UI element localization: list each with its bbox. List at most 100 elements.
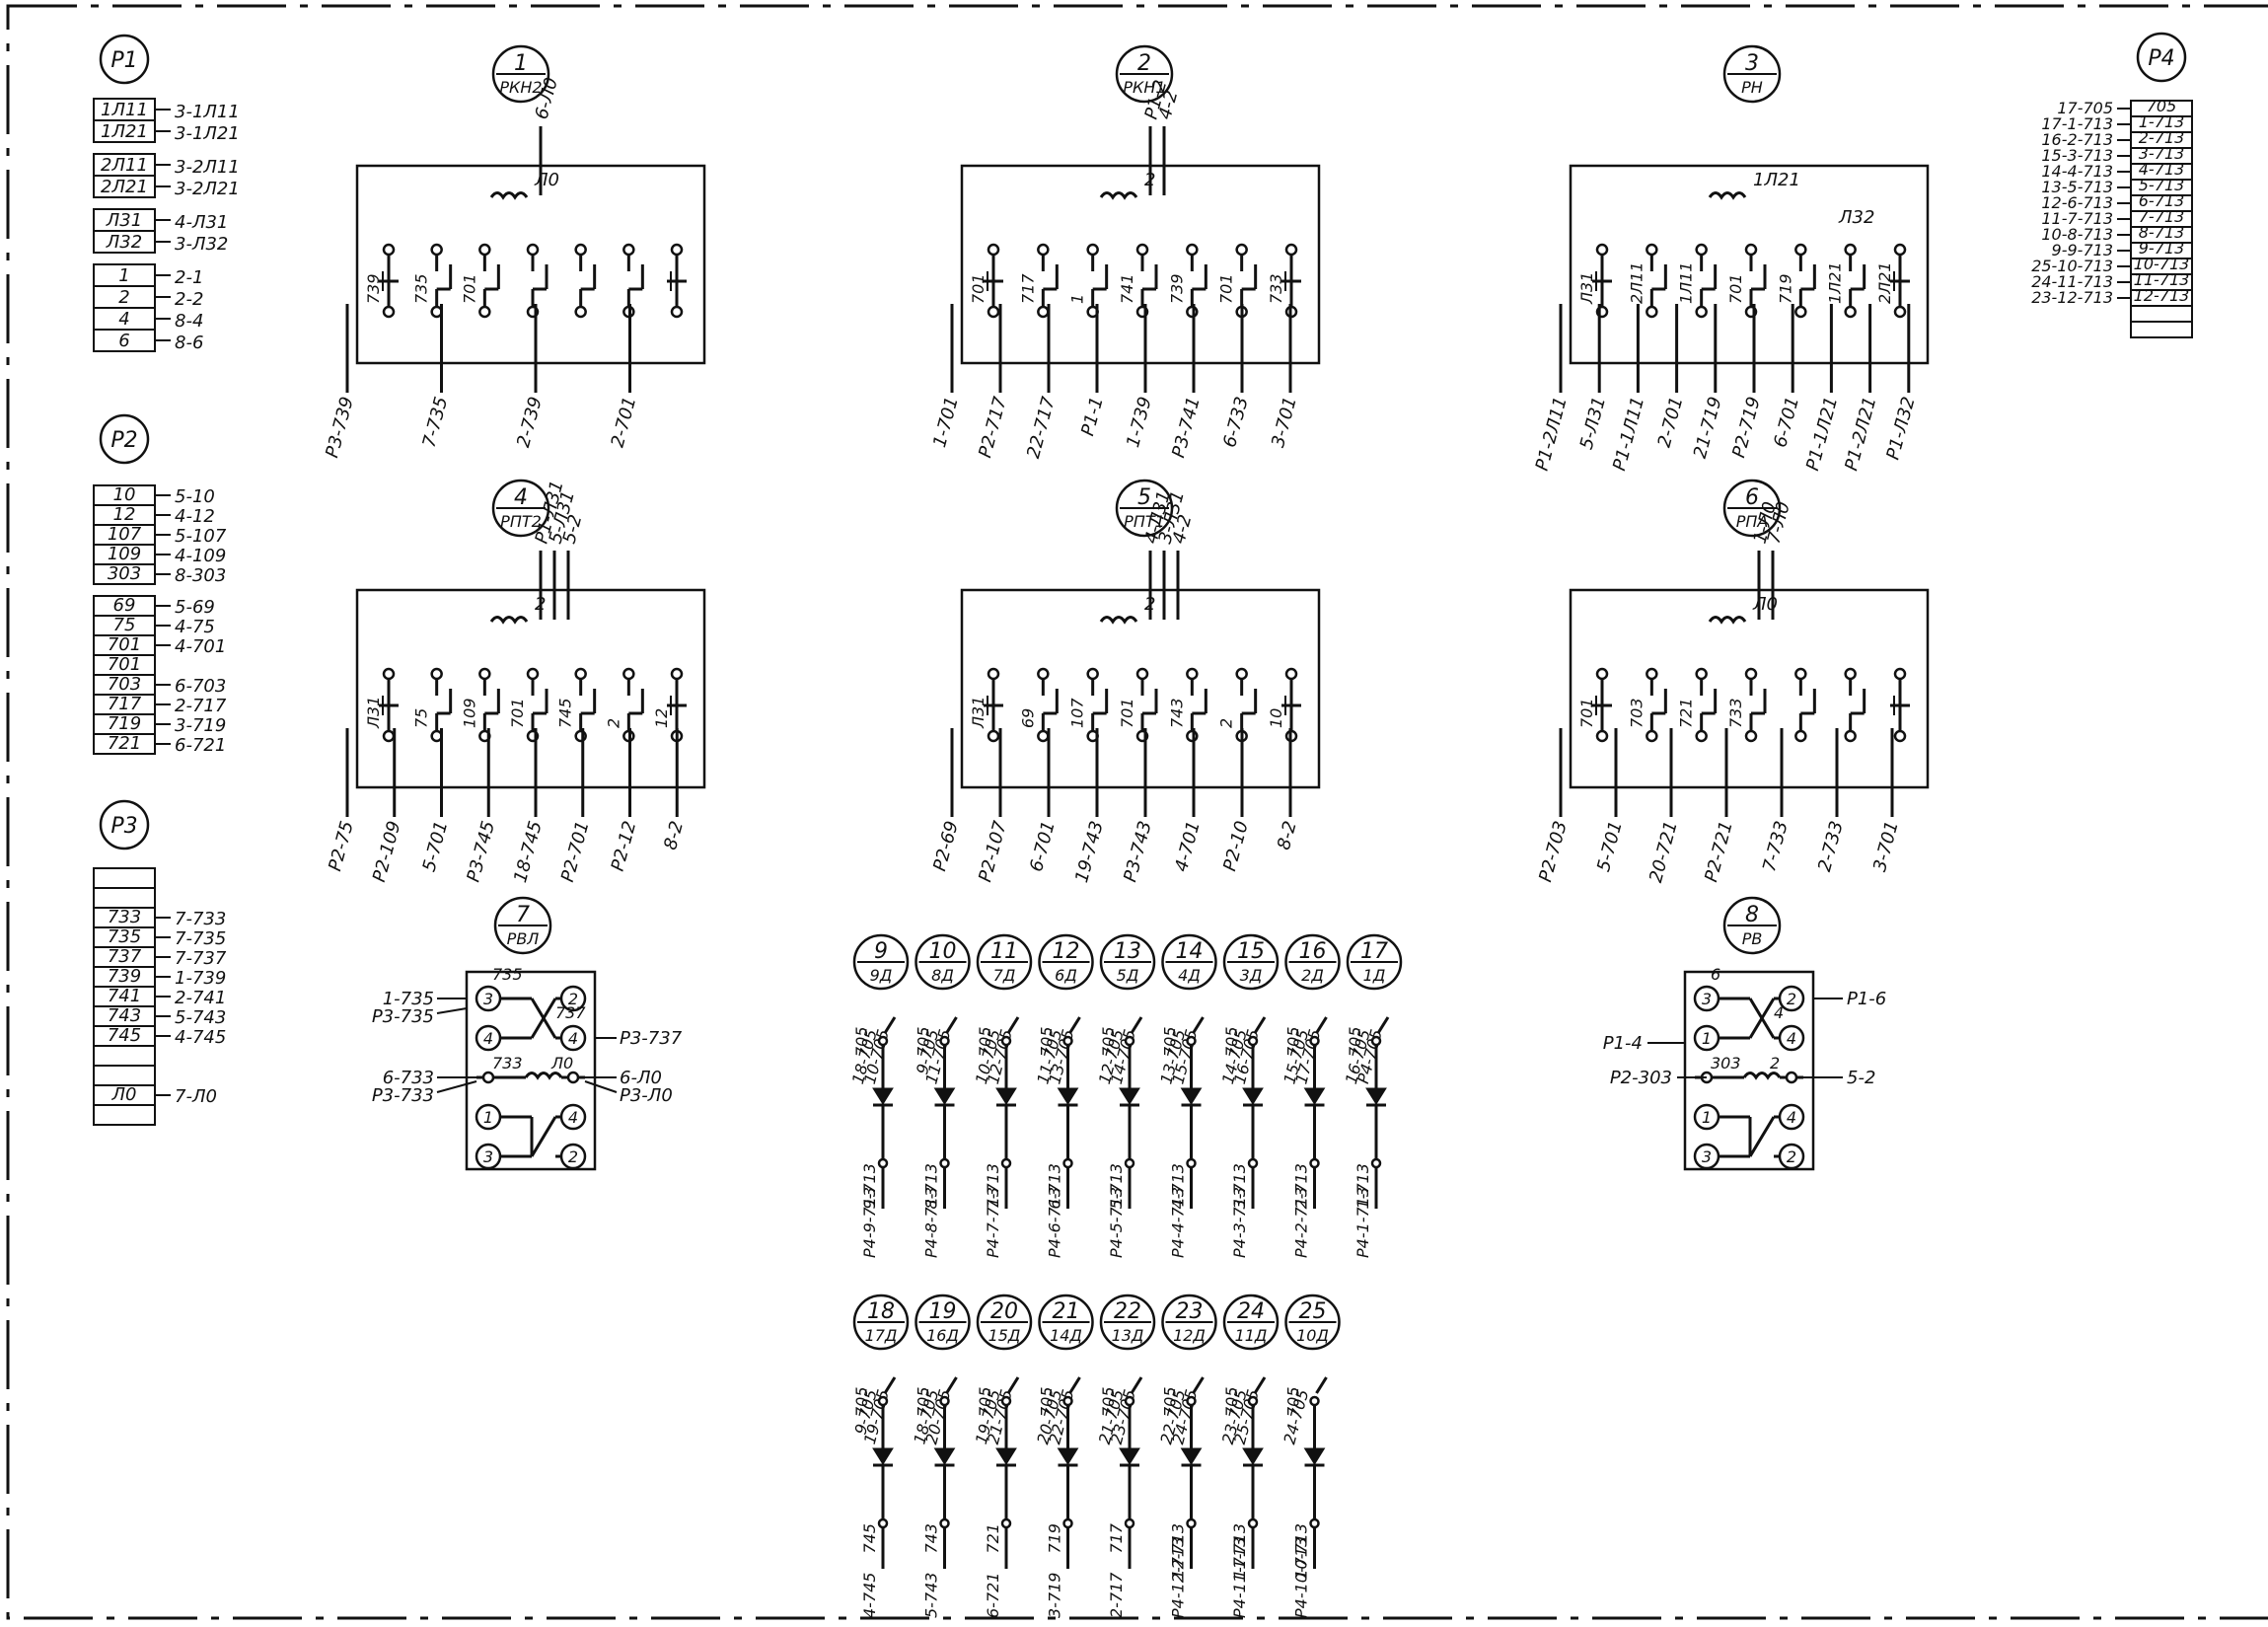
coil-winding bbox=[489, 616, 529, 625]
badge-circle bbox=[99, 413, 150, 465]
terminal-point bbox=[1186, 1035, 1197, 1047]
coil-winding bbox=[1099, 191, 1138, 200]
badge-code: РВ bbox=[1742, 929, 1763, 948]
contact-label: Л32 bbox=[1838, 207, 1874, 228]
diode-end-label: Р4-12-713 bbox=[1169, 1537, 1188, 1618]
terminal-point bbox=[1037, 667, 1050, 681]
terminal-point bbox=[574, 243, 587, 257]
bottom-wire-label: Р3-739 bbox=[322, 395, 358, 460]
bottom-wire-label: 5-Л31 bbox=[1576, 395, 1610, 452]
terminal-cell-label: Л0 bbox=[111, 1084, 137, 1105]
terminal-point bbox=[478, 243, 491, 257]
terminal-wire-label: 23-12-713 bbox=[2031, 288, 2113, 307]
bottom-wire-label: Р3-743 bbox=[1120, 819, 1156, 884]
badge-number: 9 bbox=[874, 939, 888, 964]
terminal-wire-label: 7-733 bbox=[175, 909, 226, 929]
terminal-wire-label: 2-741 bbox=[175, 988, 226, 1008]
badge-circle bbox=[1346, 933, 1403, 991]
terminal-cell-label: 12-713 bbox=[2134, 286, 2190, 305]
terminal-cell-label: 741 bbox=[108, 986, 141, 1006]
badge-circle bbox=[976, 933, 1033, 991]
badge-circle bbox=[1099, 1294, 1156, 1351]
contact-no bbox=[1794, 243, 1816, 319]
inner-label: 733 bbox=[492, 1054, 523, 1072]
diode-left-label: 705 bbox=[1099, 1026, 1118, 1057]
badge-code: 9Д bbox=[870, 966, 893, 985]
bottom-wire-label: Р2-703 bbox=[1535, 819, 1572, 884]
terminal-wire-label: 7-Л0 bbox=[175, 1086, 217, 1107]
contact-label: 2 bbox=[1217, 718, 1236, 728]
diode-symbol bbox=[872, 1087, 894, 1105]
external-wire bbox=[584, 1080, 618, 1093]
badge-number: 2 bbox=[1137, 51, 1151, 76]
badge-code: 6Д bbox=[1055, 966, 1077, 985]
diode-symbol bbox=[1242, 1087, 1264, 1105]
terminal-wire-label: 5-69 bbox=[175, 597, 215, 618]
badge-number: 4 bbox=[514, 485, 528, 510]
contact-no bbox=[1844, 667, 1866, 743]
sheet-border bbox=[6, 4, 2268, 1620]
terminal-cell-label: 1 bbox=[118, 265, 129, 286]
terminal-cell-label: 12 bbox=[113, 504, 136, 525]
badge-circle bbox=[1222, 933, 1280, 991]
badge-circle bbox=[1115, 479, 1174, 538]
badge-code: 14Д bbox=[1050, 1326, 1082, 1345]
bottom-wire-label: 2-701 bbox=[1654, 395, 1688, 450]
inner-label: 6 bbox=[1711, 965, 1720, 984]
relay-housing bbox=[1683, 970, 1815, 1171]
badge-circle bbox=[1161, 933, 1217, 991]
terminal-point bbox=[877, 1395, 889, 1407]
terminal-point bbox=[382, 729, 396, 743]
bottom-wire-label: 8-2 bbox=[1274, 819, 1301, 852]
contact-label: 107 bbox=[1068, 698, 1087, 728]
terminal-cell-label: 4 bbox=[118, 309, 129, 330]
inner-label: 303 bbox=[1711, 1054, 1741, 1072]
diode-badge-9: 99Д bbox=[852, 933, 910, 991]
bottom-wire-label: 21-719 bbox=[1690, 395, 1726, 461]
terminal-point bbox=[1135, 243, 1149, 257]
contact-no bbox=[1186, 667, 1207, 743]
terminal-cell-label: 705 bbox=[2147, 97, 2177, 115]
terminal-point bbox=[1284, 243, 1298, 257]
bottom-wire-label: 1-739 bbox=[1123, 395, 1156, 450]
terminal-cell-label: 737 bbox=[108, 946, 142, 967]
badge-circle bbox=[915, 1294, 971, 1351]
terminal-cell-label: 6-713 bbox=[2139, 191, 2185, 210]
diode-bottom-label: 3-713 bbox=[1230, 1163, 1249, 1210]
diode-bottom-label: 11-713 bbox=[1230, 1523, 1249, 1580]
inner-label: 4 bbox=[1774, 1003, 1784, 1022]
badge-circle bbox=[491, 44, 550, 104]
contact-nc bbox=[1890, 667, 1910, 743]
terminal-wire-label: 2-717 bbox=[175, 696, 227, 716]
contact-nc bbox=[379, 243, 399, 319]
contact-label: 735 bbox=[412, 273, 431, 304]
contact-nc bbox=[667, 667, 687, 743]
badge-code: РКН2 bbox=[499, 78, 542, 97]
contact-label: 703 bbox=[1627, 698, 1646, 728]
contact-no bbox=[1186, 243, 1207, 319]
terminal-point bbox=[1186, 305, 1199, 319]
bottom-wire-label: Р2-721 bbox=[1701, 819, 1737, 884]
diode-switch bbox=[883, 1376, 897, 1394]
diode-switch bbox=[1192, 1376, 1205, 1394]
badge-circle bbox=[852, 1294, 910, 1351]
diode-bottom-label: 743 bbox=[922, 1523, 941, 1554]
badge-number: 18 bbox=[867, 1299, 895, 1324]
diode-end-label: 6-721 bbox=[984, 1573, 1002, 1619]
diode-symbol bbox=[1365, 1087, 1387, 1105]
coil-winding bbox=[489, 191, 529, 200]
external-wire-label: 1-735 bbox=[383, 989, 434, 1009]
